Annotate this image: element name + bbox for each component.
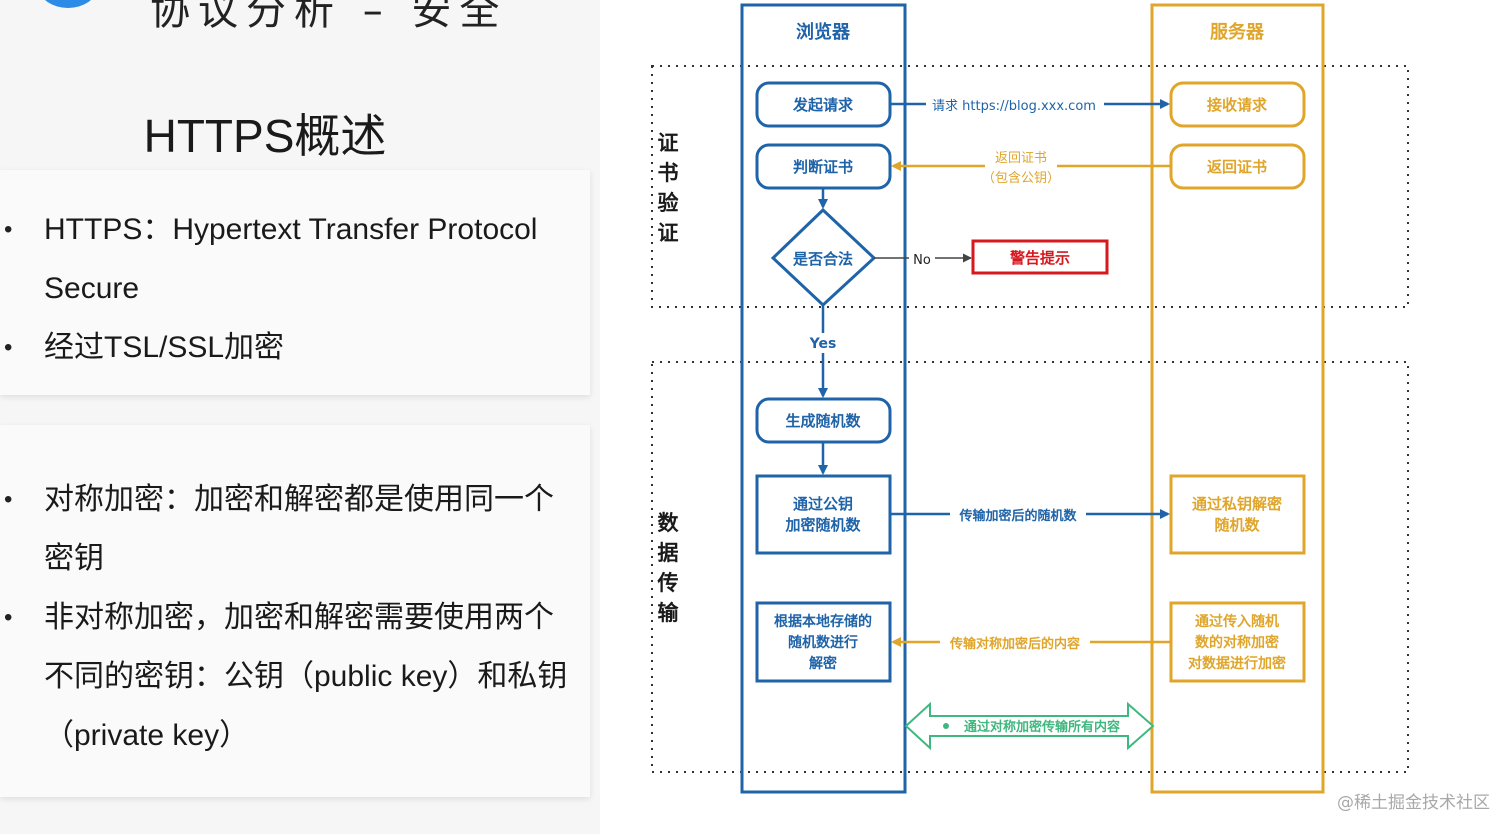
svg-text:书: 书	[658, 161, 679, 185]
bullet-symmetric: 对称加密：加密和解密都是使用同一个密钥	[4, 470, 574, 588]
node-warning-label: 警告提示	[1009, 249, 1070, 267]
bullet-asymmetric: 非对称加密，加密和解密需要使用两个不同的密钥：公钥（public key）和私钥…	[4, 588, 574, 765]
lane-server	[1150, 3, 1325, 794]
node-is-valid-label: 是否合法	[792, 250, 853, 268]
slide-right-panel	[600, 0, 1512, 834]
node-gen-random-label: 生成随机数	[785, 412, 861, 430]
edge-no-label: No	[913, 253, 931, 268]
node-server-decrypt	[1169, 474, 1306, 555]
node-server-encrypt-line1: 通过传入随机	[1195, 613, 1279, 630]
top-title-partial: 协议分析 – 安全	[150, 0, 508, 34]
node-server-decrypt-line1: 通过私钥解密	[1192, 495, 1282, 513]
bullet-tsl-ssl: 经过TSL/SSL加密	[4, 318, 574, 377]
node-receive-request	[1169, 81, 1306, 128]
edge-return-cert-label-line1: 返回证书	[995, 151, 1047, 166]
edge-request-label: 请求 https://blog.xxx.com	[932, 99, 1096, 114]
lane-browser	[740, 3, 907, 794]
edge-yes-label: Yes	[809, 336, 837, 352]
node-encrypt-random-line1: 通过公钥	[793, 495, 853, 513]
bullet-https-definition: HTTPS：Hypertext Transfer Protocol Secure	[4, 200, 574, 318]
svg-text:证: 证	[658, 221, 679, 245]
node-return-cert-label: 返回证书	[1207, 158, 1267, 176]
svg-text:输: 输	[658, 601, 680, 625]
edge-send-encrypted-random-label-bg	[950, 505, 1086, 525]
edge-send-encrypted-content-label-bg	[940, 633, 1090, 653]
svg-text:证: 证	[658, 131, 679, 155]
edge-send-encrypted-content-label: 传输对称加密后的内容	[949, 636, 1080, 652]
edge-symmetric-dot	[943, 723, 949, 729]
edge-no-label-bg	[909, 249, 935, 267]
node-client-decrypt-line1: 根据本地存储的	[774, 613, 872, 630]
lane-server-title: 服务器	[1210, 21, 1265, 43]
edge-return-cert-label-line2: （包含公钥）	[982, 170, 1060, 186]
svg-text:验: 验	[658, 191, 679, 215]
edge-symmetric-all-label: 通过对称加密传输所有内容	[964, 719, 1120, 735]
svg-text:传: 传	[657, 571, 679, 595]
section-cert-verify-frame	[651, 65, 1409, 308]
node-server-encrypt-line3: 对数据进行加密	[1188, 655, 1286, 672]
edge-request-label-bg	[926, 95, 1104, 115]
section-data-transfer-frame	[651, 361, 1409, 773]
node-client-decrypt	[755, 601, 892, 683]
node-server-decrypt-line2: 随机数	[1214, 516, 1260, 534]
section-label-data-transfer: 数 据 传 输	[657, 511, 680, 625]
edge-send-encrypted-random-label: 传输加密后的随机数	[958, 508, 1077, 524]
node-client-decrypt-line3: 解密	[809, 655, 837, 672]
node-encrypt-random	[755, 474, 892, 555]
watermark: @稀土掘金技术社区	[1337, 793, 1490, 813]
edge-yes-label-bg	[806, 333, 840, 353]
svg-text:数: 数	[658, 511, 680, 535]
logo-icon	[40, 0, 96, 8]
edge-return-cert-label-bg	[985, 147, 1057, 187]
edge-symmetric-all-arrow	[904, 701, 1155, 751]
svg-text:据: 据	[658, 541, 679, 565]
slide-title: HTTPS概述	[143, 110, 387, 162]
node-client-decrypt-line2: 随机数进行	[788, 634, 858, 651]
section-label-cert-verify: 证 书 验 证	[658, 131, 679, 245]
node-judge-cert-label: 判断证书	[793, 158, 853, 176]
node-encrypt-random-line2: 加密随机数	[784, 516, 861, 534]
node-receive-request-label: 接收请求	[1207, 96, 1268, 114]
node-send-request-label: 发起请求	[792, 96, 854, 114]
node-warning	[971, 239, 1109, 275]
node-server-encrypt-line2: 数的对称加密	[1195, 634, 1279, 651]
lane-browser-title: 浏览器	[796, 21, 851, 43]
